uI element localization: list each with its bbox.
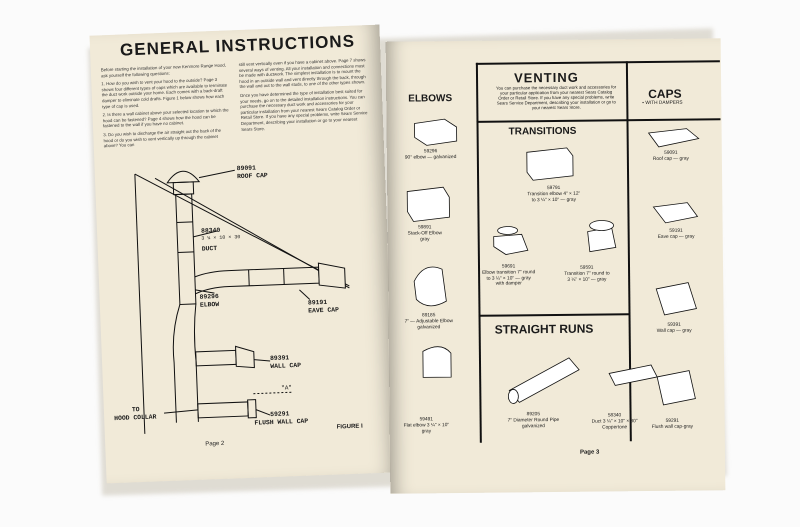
left-page: GENERAL INSTRUCTIONS Before starting the… bbox=[89, 24, 397, 484]
round-pipe-shape bbox=[508, 357, 580, 403]
elbow-number: 89296 bbox=[199, 292, 219, 301]
wall-cap-number: 89391 bbox=[269, 354, 290, 363]
elbow-90-caption: 59296 90° elbow — galvanized bbox=[405, 149, 457, 161]
flush-wall-cap-product-description: Flush wall cap-gray bbox=[651, 424, 694, 430]
lower-duct-left bbox=[172, 304, 181, 423]
adjustable-elbow-description: 7" — Adjustable Elbow bbox=[404, 318, 453, 325]
elbow-90-description: 90° elbow — galvanized bbox=[404, 154, 457, 161]
flush-duct bbox=[197, 401, 249, 419]
adjustable-elbow-caption: 89185 7" — Adjustable Elbow galvanized bbox=[404, 313, 453, 331]
flat-elbow-color: gray bbox=[421, 428, 432, 435]
round-transition-caption: 59591 Transition 7" round to 3 ¼" × 10" … bbox=[564, 265, 610, 283]
wall-cap-product-shape bbox=[655, 282, 697, 316]
eave-cap-product-shape bbox=[652, 202, 699, 224]
eave-cap-caption: 59191 Eave cap — gray bbox=[658, 229, 695, 241]
roof-cap-caption: 59091 Roof cap — gray bbox=[653, 151, 689, 163]
figure-1-drawing bbox=[134, 169, 350, 434]
hood-collar-to: TO bbox=[131, 406, 140, 414]
transition-elbow-description-2: to 3 ¼" × 10" — gray bbox=[531, 197, 576, 203]
horizontal-duct bbox=[194, 266, 320, 295]
wall-cap-caption: 59391 Wall cap — gray bbox=[657, 323, 692, 335]
stack-off-elbow-description: Stack-Off Elbow bbox=[407, 230, 442, 237]
eave-cap-label: EAVE CAP bbox=[308, 306, 340, 315]
round-pipe-description: 7" Diameter Round Pipe bbox=[507, 417, 560, 424]
elbow-transition-caption: 59691 Elbow transition 7" round to 3 ¼" … bbox=[482, 264, 535, 288]
straight-duct-description-2: Coppertone bbox=[602, 424, 628, 431]
straight-duct-description: Duct 3 ¼" × 10" × 30" bbox=[591, 418, 638, 425]
vertical-duct bbox=[175, 193, 197, 305]
roof-cap-product-shape bbox=[647, 128, 700, 148]
page-number-right: Page 3 bbox=[579, 449, 600, 456]
elbow-90-shape bbox=[414, 118, 458, 146]
duct-number: 88340 bbox=[200, 226, 221, 235]
elbow-label: ELBOW bbox=[199, 300, 220, 309]
wall-cap-label: WALL CAP bbox=[270, 361, 302, 371]
flat-elbow-shape bbox=[422, 346, 452, 378]
transition-elbow-caption: 59791 Transition elbow 4" × 12" to 3 ¼" … bbox=[527, 186, 580, 204]
wall-cap-product-description: Wall cap — gray bbox=[656, 328, 692, 334]
flush-wall-cap-shape bbox=[247, 399, 257, 419]
roof-cap-shape bbox=[166, 170, 201, 184]
house-wall-line bbox=[134, 174, 146, 434]
round-transition-description-2: 3 ¼" × 10" — gray bbox=[567, 277, 607, 283]
eave-cap-number: 89191 bbox=[307, 298, 328, 307]
stack-off-elbow-color: gray bbox=[420, 236, 430, 243]
eave-cap-shape bbox=[317, 262, 346, 289]
figure-caption: FIGURE I bbox=[336, 423, 363, 431]
flush-wall-cap-number: 59291 bbox=[270, 410, 290, 419]
roof-cap-label: ROOF CAP bbox=[236, 171, 268, 181]
venting-illustrations bbox=[406, 118, 700, 406]
flat-elbow-caption: 59491 Flat elbow 3 ¼" × 10" gray bbox=[404, 417, 450, 435]
wall-cap-shape bbox=[235, 345, 255, 369]
eave-cap-product-description: Eave cap — gray bbox=[657, 234, 695, 240]
stack-off-elbow-caption: 59891 Stack-Off Elbow gray bbox=[408, 225, 442, 243]
stack-off-elbow-shape bbox=[406, 186, 450, 222]
adjustable-elbow-shape bbox=[413, 266, 447, 307]
wall-cap-duct bbox=[195, 349, 237, 367]
dimension-a-label: "A" bbox=[281, 384, 293, 392]
roof-cap-product-description: Roof cap — gray bbox=[652, 156, 689, 162]
elbow-transition-description-3: with damper bbox=[495, 281, 522, 288]
round-transition-shape bbox=[587, 226, 617, 253]
flat-elbow-description: Flat elbow 3 ¼" × 10" bbox=[403, 422, 450, 429]
flush-wall-cap-product-shape bbox=[656, 370, 696, 406]
right-page: VENTING You can purchase the necessary d… bbox=[385, 38, 726, 494]
round-pipe-description-2: galvanized bbox=[521, 423, 545, 429]
roof-cap-collar bbox=[172, 181, 195, 196]
round-pipe-caption: 89205 7" Diameter Round Pipe galvanized bbox=[508, 412, 560, 430]
straight-duct-shape bbox=[608, 364, 658, 386]
elbow-transition-shape bbox=[493, 233, 529, 255]
adjustable-elbow-color: galvanized bbox=[417, 324, 441, 331]
roof-cap-number: 89091 bbox=[236, 164, 257, 173]
flush-wall-cap-caption: 59291 Flush wall cap-gray bbox=[652, 419, 693, 431]
duct-label: DUCT bbox=[201, 244, 218, 253]
straight-duct-caption: 58340 Duct 3 ¼" × 10" × 30" Coppertone bbox=[592, 413, 638, 431]
page-number-left: Page 2 bbox=[205, 440, 225, 448]
transition-elbow-shape bbox=[526, 147, 574, 181]
